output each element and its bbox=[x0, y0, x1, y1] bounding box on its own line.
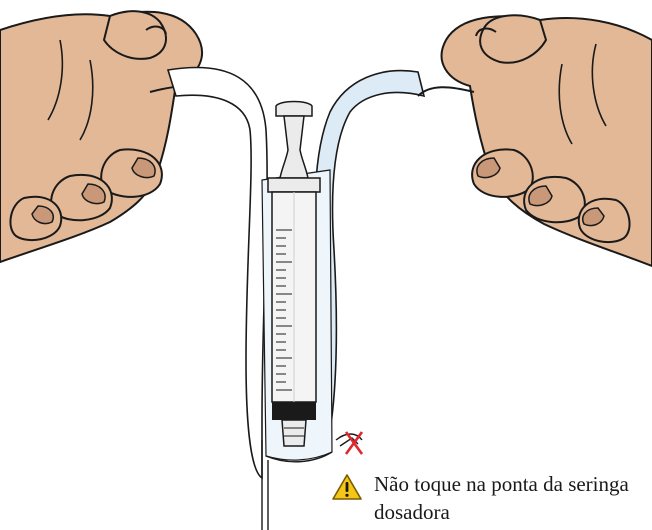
oral-syringe bbox=[267, 100, 321, 447]
left-hand bbox=[0, 10, 227, 264]
warning-triangle-icon bbox=[332, 474, 362, 500]
warning-caption: Não toque na ponta da seringa dosadora bbox=[332, 470, 648, 528]
pouch-fold-line bbox=[261, 440, 269, 530]
do-not-touch-icon bbox=[335, 431, 364, 455]
right-hand bbox=[417, 14, 652, 268]
warning-text: Não toque na ponta da seringa dosadora bbox=[374, 472, 629, 524]
pouch-left-flap bbox=[166, 66, 268, 480]
